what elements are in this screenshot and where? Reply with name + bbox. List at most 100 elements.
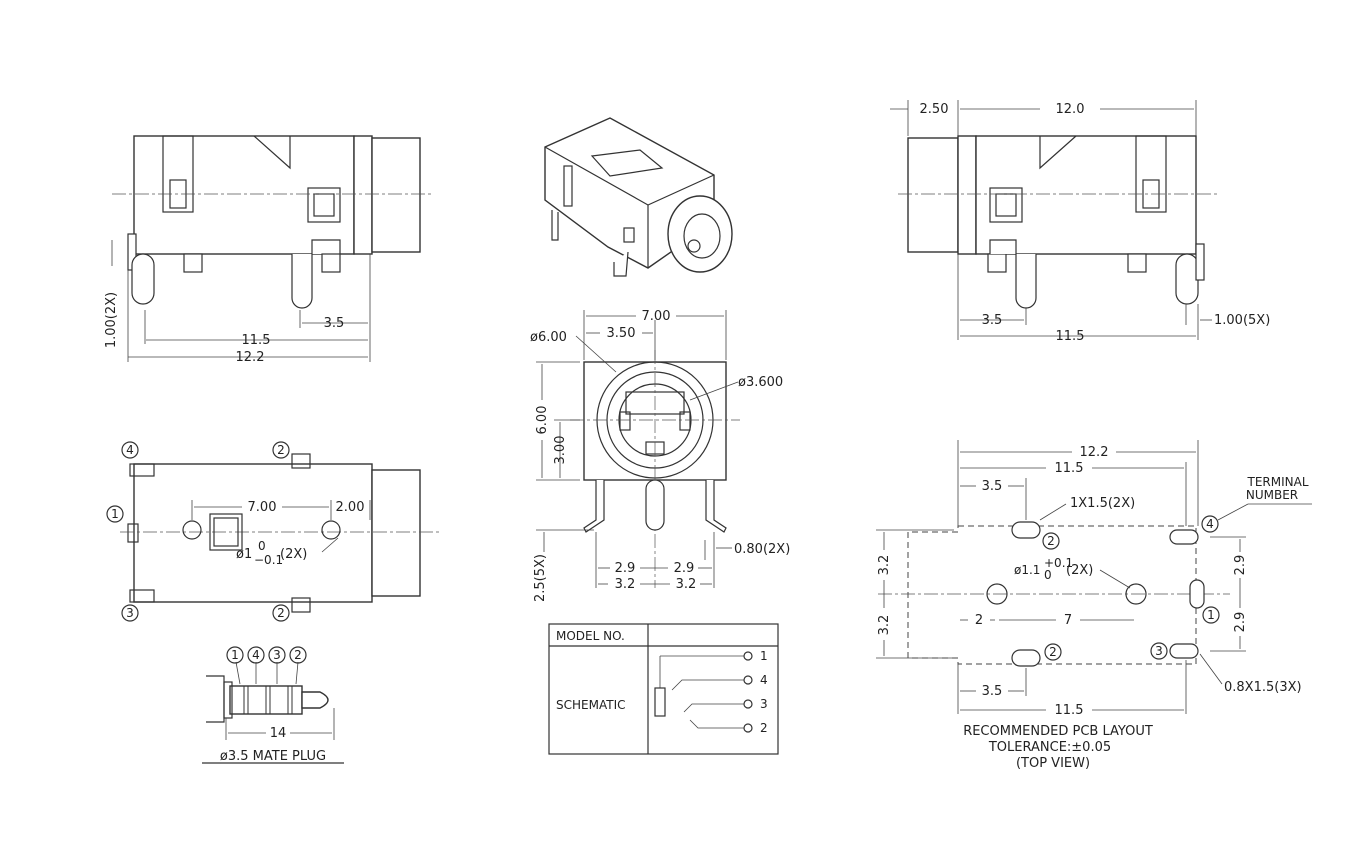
pcb-title: RECOMMENDED PCB LAYOUT bbox=[963, 724, 1153, 739]
dim-lower: 3.2 bbox=[877, 615, 892, 636]
svg-text:3: 3 bbox=[1155, 644, 1163, 658]
dim-pin-length: 2.5(5X) bbox=[533, 554, 548, 602]
pcb-tolerance: TOLERANCE:±0.05 bbox=[988, 740, 1111, 755]
pad-4 bbox=[1169, 529, 1199, 545]
housing-slope bbox=[253, 135, 291, 170]
svg-text:4: 4 bbox=[1206, 517, 1214, 531]
dim-pin-width: 1.00(2X) bbox=[104, 292, 119, 348]
terminal-number-label-2: NUMBER bbox=[1246, 488, 1298, 502]
dim-height: 6.00 bbox=[535, 406, 550, 435]
dim-pin-right-inner: 2.9 bbox=[674, 561, 695, 576]
terminal-marker-2-top: 2 bbox=[272, 441, 290, 459]
side-view-right: 2.50 12.0 3.5 11.5 1.00(5X) bbox=[890, 100, 1270, 344]
schem-pin-3: 3 bbox=[760, 697, 768, 711]
dim-bore-dia: ø3.600 bbox=[738, 375, 783, 390]
hole-2 bbox=[1125, 583, 1147, 605]
svg-text:2: 2 bbox=[277, 443, 285, 457]
hole-1 bbox=[986, 583, 1008, 605]
svg-text:−0.1: −0.1 bbox=[254, 553, 283, 567]
dim-nose: 2.50 bbox=[920, 102, 949, 117]
dim-pad-size: 0.8X1.5(3X) bbox=[1224, 680, 1302, 695]
dim-pin-left-inner: 2.9 bbox=[615, 561, 636, 576]
latch-right bbox=[307, 187, 341, 223]
svg-text:0: 0 bbox=[1044, 568, 1052, 582]
pad-1x1.5-bottom bbox=[1011, 649, 1041, 667]
plug-terminal-1: 1 bbox=[226, 646, 244, 664]
dim-center-height: 3.00 bbox=[553, 436, 568, 465]
pad-1 bbox=[1189, 579, 1205, 609]
housing-body bbox=[133, 135, 355, 255]
pcb-terminal-2-top: 2 bbox=[1042, 532, 1060, 550]
plug-terminal-2: 2 bbox=[289, 646, 307, 664]
dim-pin-left-outer: 3.2 bbox=[615, 577, 636, 592]
housing-body bbox=[975, 135, 1197, 255]
svg-text:2: 2 bbox=[294, 648, 302, 662]
isometric-view bbox=[544, 117, 733, 277]
pin-4 bbox=[321, 253, 341, 273]
plug-caption: ø3.5 MATE PLUG bbox=[220, 749, 326, 764]
dim-length: 12.2 bbox=[236, 350, 265, 365]
svg-text:(2X): (2X) bbox=[280, 547, 307, 562]
dim-span: 11.5 bbox=[1056, 329, 1085, 344]
pcb-terminal-3: 3 bbox=[1150, 642, 1168, 660]
svg-text:(2X): (2X) bbox=[1066, 563, 1093, 578]
svg-text:2: 2 bbox=[1047, 534, 1055, 548]
dim-overall: 12.2 bbox=[1080, 445, 1109, 460]
peg-1 bbox=[182, 520, 202, 540]
pcb-terminal-1: 1 bbox=[1202, 606, 1220, 624]
peg-2 bbox=[321, 520, 341, 540]
svg-text:0: 0 bbox=[258, 539, 266, 553]
svg-text:1: 1 bbox=[231, 648, 239, 662]
pin-3 bbox=[291, 239, 341, 309]
pcb-layout: 12.2 11.5 3.5 1X1.5(2X) 3.2 3.2 2.9 2.9 … bbox=[876, 440, 1312, 771]
dim-half-width: 3.50 bbox=[607, 326, 636, 341]
svg-text:1: 1 bbox=[1207, 608, 1215, 622]
dim-upper: 3.2 bbox=[877, 555, 892, 576]
dim-right-lower: 2.9 bbox=[1233, 612, 1248, 633]
dim-slot: 1X1.5(2X) bbox=[1070, 496, 1135, 511]
svg-text:4: 4 bbox=[126, 443, 134, 457]
dim-pitch: 3.5 bbox=[324, 316, 345, 331]
dim-pitch-bottom: 3.5 bbox=[982, 684, 1003, 699]
housing-collar bbox=[353, 135, 373, 255]
pad-1x1.5-top bbox=[1011, 521, 1041, 539]
dim-pitch: 3.5 bbox=[982, 313, 1003, 328]
plug-terminal-3: 3 bbox=[268, 646, 286, 664]
dim-hole-pitch: 7 bbox=[1064, 613, 1072, 628]
dim-pin-width: 1.00(5X) bbox=[1214, 313, 1270, 328]
mate-plug: 1 4 3 2 14 ø3.5 MATE PLUG bbox=[202, 646, 344, 764]
dim-span: 11.5 bbox=[1055, 461, 1084, 476]
pcb-terminal-4: 4 bbox=[1201, 515, 1219, 533]
dim-peg-pitch: 7.00 bbox=[248, 500, 277, 515]
schem-pin-1: 1 bbox=[760, 649, 768, 663]
pad-3 bbox=[1169, 643, 1199, 659]
schem-pin-4: 4 bbox=[760, 673, 768, 687]
dim-span-bottom: 11.5 bbox=[1055, 703, 1084, 718]
schem-pin-2: 2 bbox=[760, 721, 768, 735]
svg-text:3: 3 bbox=[126, 606, 134, 620]
svg-text:1: 1 bbox=[111, 507, 119, 521]
dim-hole-dia: ø1.1 bbox=[1014, 563, 1040, 577]
plug-terminal-4: 4 bbox=[247, 646, 265, 664]
svg-text:3: 3 bbox=[273, 648, 281, 662]
dim-span: 11.5 bbox=[242, 333, 271, 348]
terminal-marker-1: 1 bbox=[106, 505, 124, 523]
pin-2 bbox=[183, 253, 203, 273]
dim-pin-thickness: 0.80(2X) bbox=[734, 542, 790, 557]
pcb-outline bbox=[907, 525, 1197, 665]
svg-text:+0.1: +0.1 bbox=[1044, 556, 1073, 570]
schematic-label: SCHEMATIC bbox=[556, 698, 625, 712]
housing-collar bbox=[957, 135, 977, 255]
dim-peg-dia: ø1 bbox=[236, 547, 252, 562]
svg-text:2: 2 bbox=[1049, 645, 1057, 659]
svg-text:4: 4 bbox=[252, 648, 260, 662]
dim-peg-offset: 2.00 bbox=[336, 500, 365, 515]
side-view-left: 1.00(2X) 3.5 11.5 12.2 bbox=[104, 135, 432, 365]
pin-1 bbox=[131, 253, 155, 305]
dim-outer-dia: ø6.00 bbox=[530, 330, 567, 345]
dim-plug-length: 14 bbox=[270, 726, 287, 741]
plug-tip bbox=[301, 691, 329, 709]
top-view: 7.00 2.00 ø1 0 −0.1 (2X) 1 2 2 3 4 bbox=[106, 441, 440, 622]
front-view: 7.00 ø6.00 3.50 ø3.600 6.00 3.00 0.80(2X… bbox=[530, 309, 790, 602]
